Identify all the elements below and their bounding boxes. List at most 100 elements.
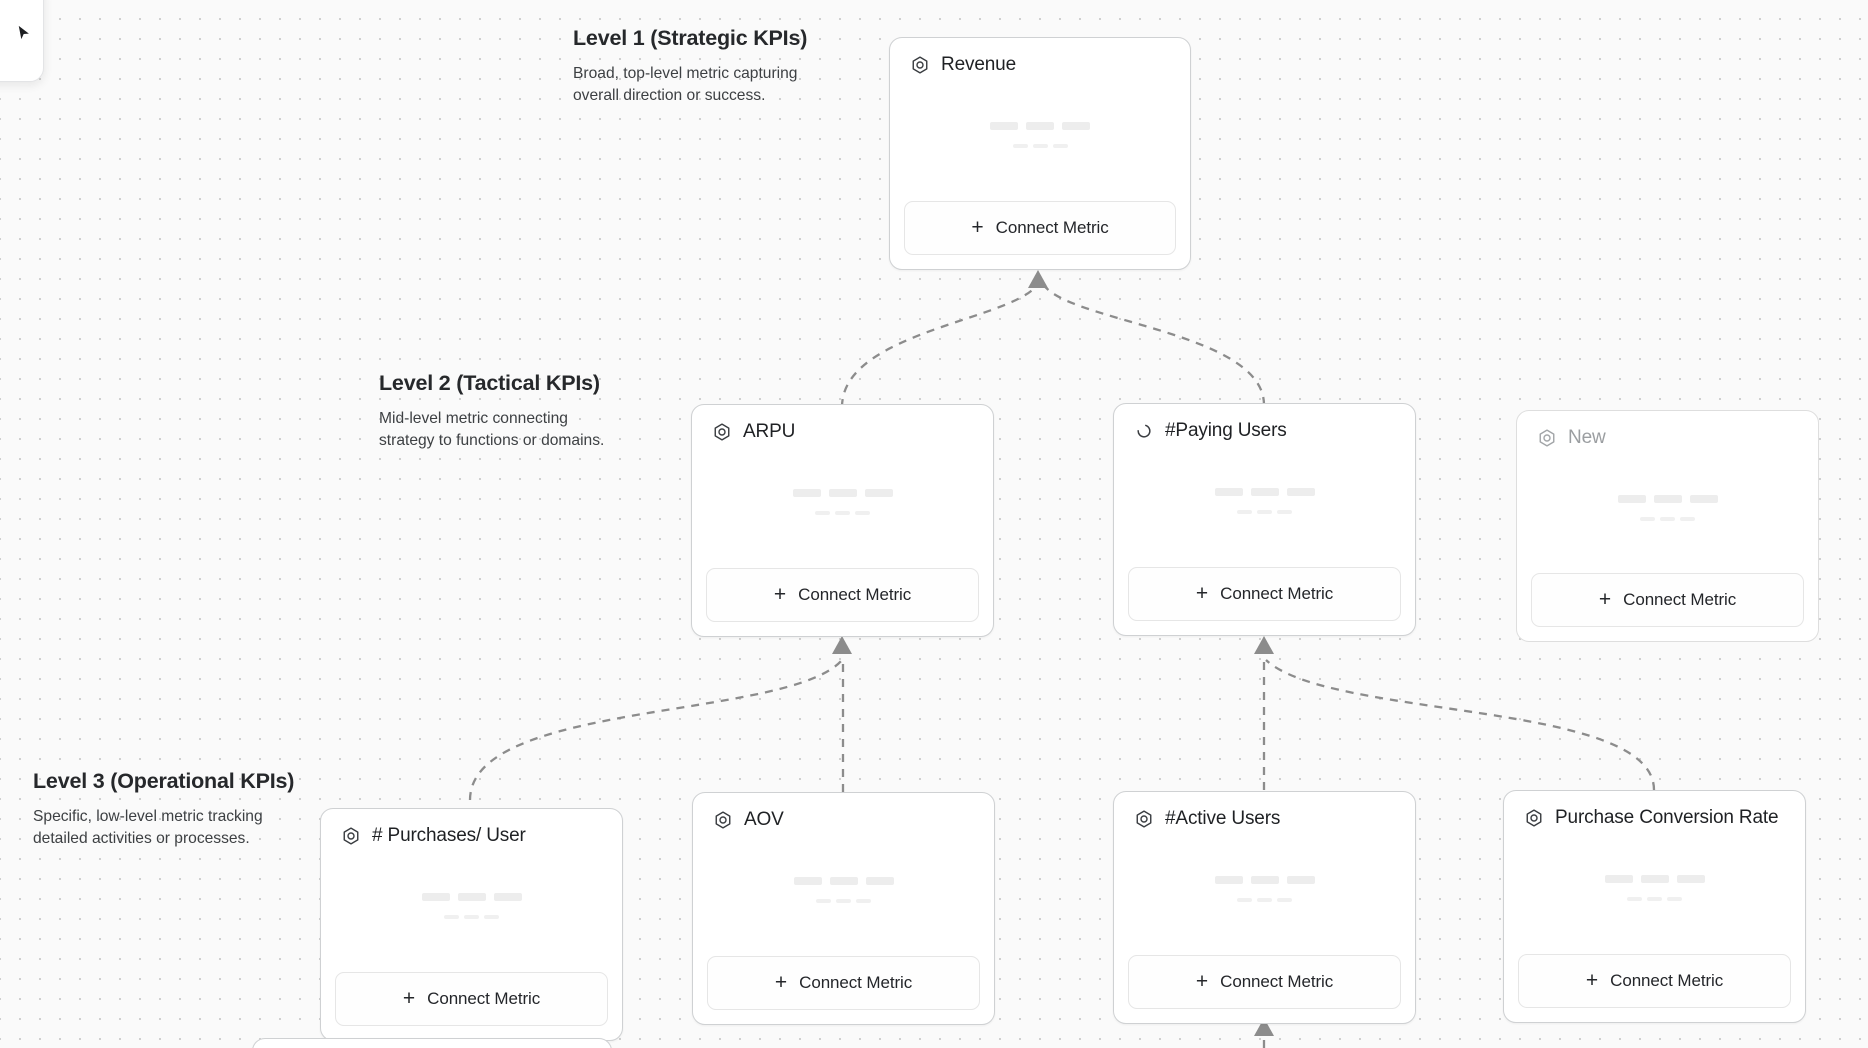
- skeleton-bar: [865, 877, 894, 886]
- skeleton-bar: [1286, 488, 1315, 497]
- connect-metric-label: Connect Metric: [799, 973, 913, 992]
- skeleton-bar: [1052, 144, 1068, 149]
- card-header: #Active Users: [1114, 792, 1415, 830]
- plus-icon: +: [402, 986, 416, 1010]
- card-title: #Paying Users: [1165, 420, 1287, 441]
- skeleton-bar: [1676, 875, 1705, 884]
- connect-metric-button[interactable]: + Connect Metric: [1518, 954, 1791, 1008]
- connect-metric-button[interactable]: + Connect Metric: [1531, 573, 1804, 627]
- skeleton-bar: [1627, 897, 1642, 902]
- metric-card-purchase-conversion-rate[interactable]: Purchase Conversion Rate + Connect Metri…: [1503, 790, 1806, 1023]
- card-metric-placeholder: [692, 443, 993, 568]
- canvas-toolbar[interactable]: [0, 0, 44, 82]
- skeleton-bar: [444, 915, 459, 920]
- edge-paying-users-to-revenue: [1040, 281, 1266, 406]
- hexagon-metric-icon: [715, 811, 731, 829]
- card-metric-placeholder: [1114, 830, 1415, 955]
- skeleton-bar: [484, 915, 499, 920]
- arrowhead-paying-users: [1254, 636, 1274, 654]
- skeleton-bar: [1286, 876, 1315, 885]
- connect-metric-button[interactable]: + Connect Metric: [904, 201, 1176, 255]
- skeleton-bar: [1617, 494, 1646, 503]
- skeleton-bar: [828, 489, 857, 498]
- skeleton-row-secondary: [1237, 898, 1292, 903]
- skeleton-row-primary: [1214, 876, 1315, 885]
- cursor-icon[interactable]: [15, 24, 33, 42]
- connect-metric-button[interactable]: + Connect Metric: [1128, 955, 1401, 1009]
- skeleton-row-secondary: [815, 511, 870, 516]
- edge-conversion-to-paying-users: [1265, 659, 1656, 791]
- skeleton-bar: [464, 915, 479, 920]
- card-metric-placeholder: [1517, 449, 1818, 573]
- card-metric-placeholder: [890, 76, 1190, 201]
- skeleton-row-secondary: [1237, 510, 1292, 515]
- metric-card-active-users[interactable]: #Active Users + Connect Metric: [1113, 791, 1416, 1024]
- skeleton-bar: [836, 899, 851, 904]
- card-title: ARPU: [743, 421, 796, 442]
- skeleton-bar: [1277, 510, 1292, 515]
- skeleton-bar: [1257, 510, 1272, 515]
- hexagon-metric-icon: [714, 423, 730, 441]
- skeleton-bar: [864, 489, 893, 498]
- card-title: Purchase Conversion Rate: [1555, 807, 1779, 828]
- card-header: New: [1517, 411, 1818, 449]
- loading-arc-icon: [1137, 425, 1151, 438]
- metric-card-paying-users[interactable]: #Paying Users + Connect Metric: [1113, 403, 1416, 636]
- skeleton-bar: [855, 511, 870, 516]
- metric-card-aov[interactable]: AOV + Connect Metric: [692, 792, 995, 1025]
- card-title: # Purchases/ User: [372, 825, 526, 846]
- metric-card-new[interactable]: New + Connect Metric: [1516, 410, 1819, 642]
- connect-metric-button[interactable]: + Connect Metric: [706, 568, 979, 622]
- card-title: AOV: [744, 809, 784, 830]
- level-2-label-group: Level 2 (Tactical KPIs) Mid-level metric…: [379, 370, 604, 453]
- hexagon-metric-icon: [1136, 810, 1152, 828]
- level-1-title: Level 1 (Strategic KPIs): [573, 26, 808, 50]
- metric-card-purchases-per-user[interactable]: # Purchases/ User + Connect Metric: [320, 808, 623, 1041]
- skeleton-bar: [1250, 488, 1279, 497]
- metric-card-offscreen-bottom[interactable]: [252, 1038, 612, 1048]
- level-1-desc-line1: Broad, top-level metric capturing: [573, 64, 798, 82]
- skeleton-bar: [835, 511, 850, 516]
- card-metric-placeholder: [693, 831, 994, 956]
- connect-metric-button[interactable]: + Connect Metric: [335, 972, 608, 1026]
- skeleton-row-primary: [1617, 494, 1718, 503]
- arrowhead-revenue: [1028, 270, 1048, 288]
- card-header: AOV: [693, 793, 994, 831]
- skeleton-bar: [1640, 875, 1669, 884]
- connect-metric-button[interactable]: + Connect Metric: [1128, 567, 1401, 621]
- skeleton-bar: [792, 489, 821, 498]
- card-metric-placeholder: [321, 847, 622, 972]
- skeleton-row-secondary: [444, 915, 499, 920]
- skeleton-bar: [856, 899, 871, 904]
- hexagon-metric-icon: [343, 827, 359, 845]
- skeleton-bar: [1277, 898, 1292, 903]
- skeleton-bar: [793, 877, 822, 886]
- skeleton-bar: [1062, 122, 1090, 131]
- hexagon-metric-icon: [1539, 429, 1555, 447]
- card-header: #Paying Users: [1114, 404, 1415, 442]
- plus-icon: +: [1195, 581, 1209, 605]
- level-3-label-group: Level 3 (Operational KPIs) Specific, low…: [33, 768, 294, 851]
- skeleton-bar: [990, 122, 1018, 131]
- skeleton-bar: [1032, 144, 1048, 149]
- level-3-description: Specific, low-level metric tracking deta…: [33, 806, 294, 851]
- level-1-description: Broad, top-level metric capturing overal…: [573, 63, 807, 108]
- skeleton-row-secondary: [816, 899, 871, 904]
- skeleton-row-secondary: [1012, 144, 1068, 149]
- plus-icon: +: [1585, 968, 1599, 992]
- skeleton-bar: [421, 893, 450, 902]
- card-header: Revenue: [890, 38, 1190, 76]
- skeleton-row-secondary: [1627, 897, 1682, 902]
- skeleton-bar: [1660, 516, 1675, 521]
- card-header: ARPU: [692, 405, 993, 443]
- metric-card-arpu[interactable]: ARPU + Connect Metric: [691, 404, 994, 637]
- metric-card-revenue[interactable]: Revenue + Connect Metric: [889, 37, 1191, 270]
- skeleton-bar: [1667, 897, 1682, 902]
- skeleton-bar: [1214, 876, 1243, 885]
- edge-purchases-to-arpu: [468, 659, 843, 801]
- plus-icon: +: [774, 970, 788, 994]
- level-2-desc-line2: strategy to functions or domains.: [379, 432, 605, 450]
- card-header: Purchase Conversion Rate: [1504, 791, 1805, 829]
- connect-metric-button[interactable]: + Connect Metric: [707, 956, 980, 1010]
